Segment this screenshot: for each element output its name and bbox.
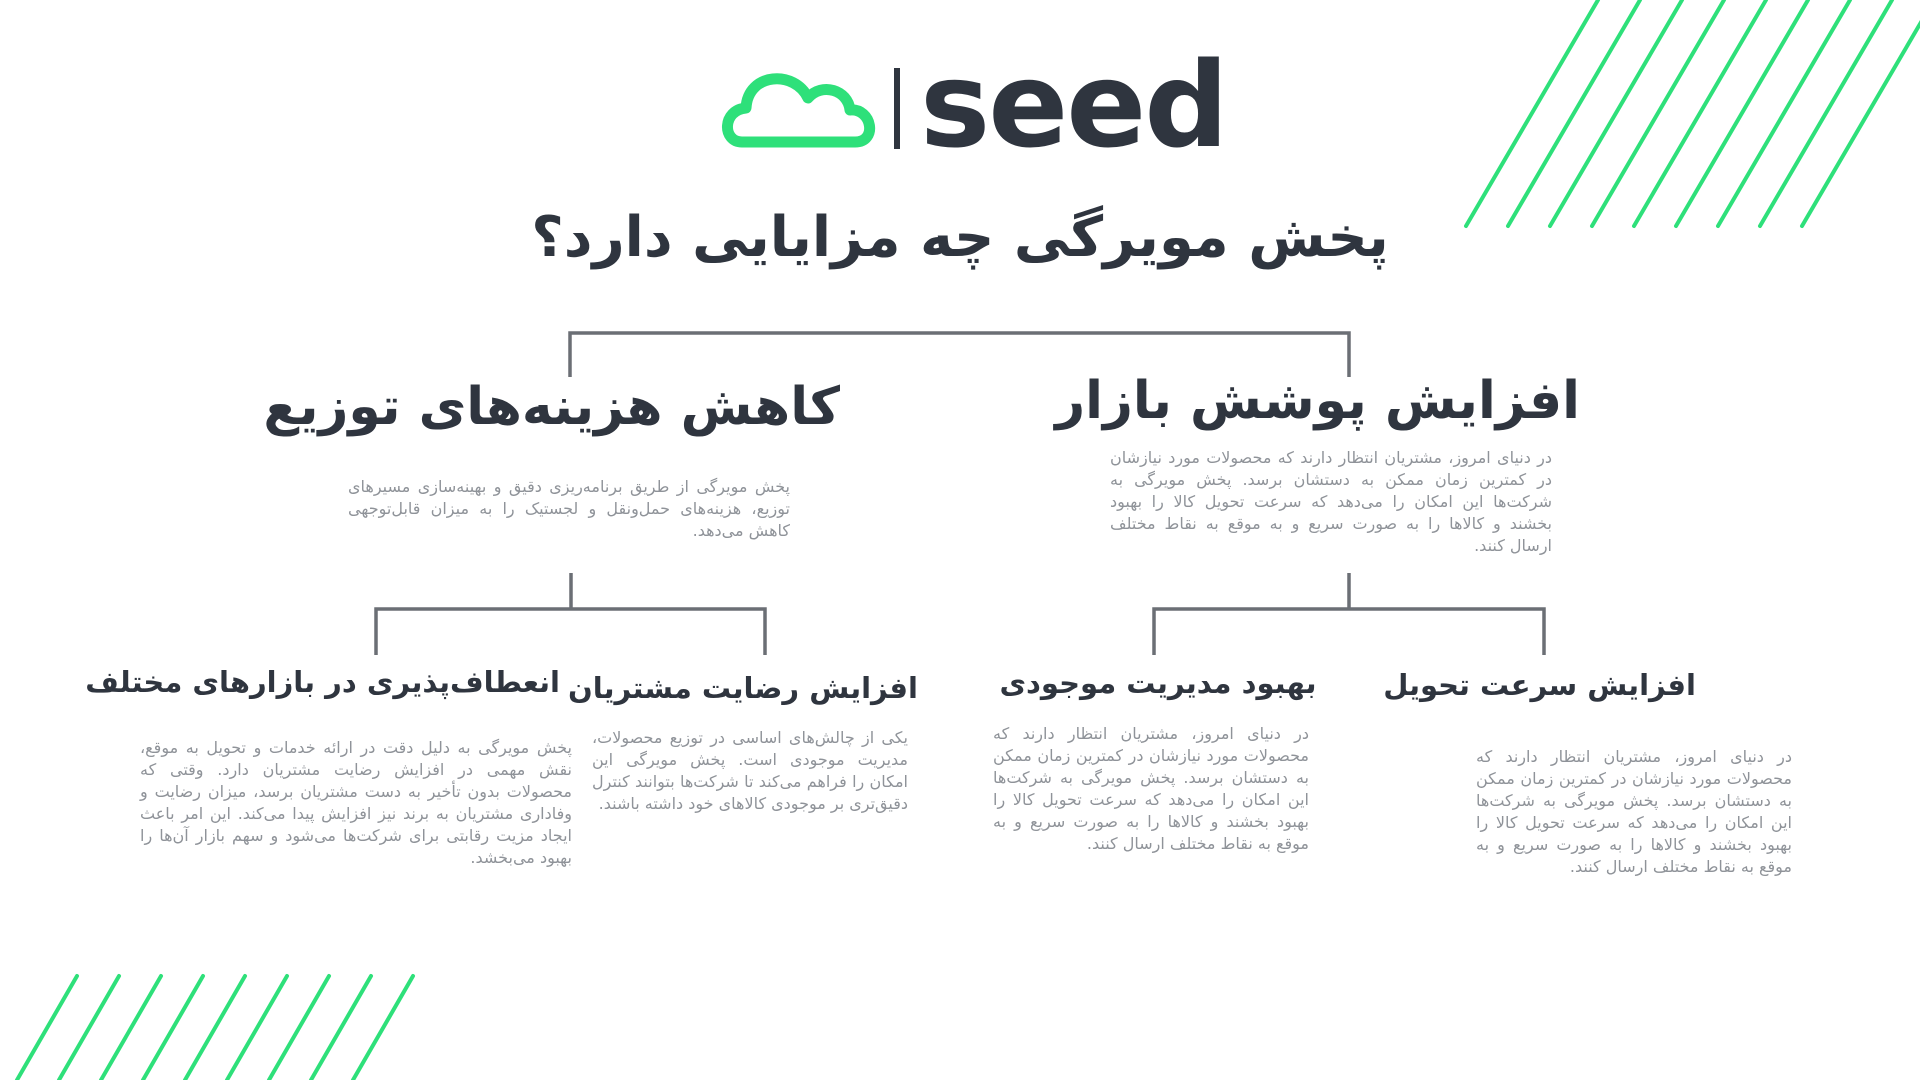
text-distribution-cost: پخش مویرگی از طریق برنامه‌ریزی دقیق و به… xyxy=(348,477,790,540)
stripe xyxy=(1674,0,1810,228)
stripe xyxy=(57,974,121,1080)
stripe xyxy=(15,974,79,1080)
stripe xyxy=(183,974,247,1080)
decorative-stripes-bottom-left xyxy=(15,974,415,1080)
stripe xyxy=(1506,0,1642,228)
stripe xyxy=(1548,0,1684,228)
decorative-stripes-top-right xyxy=(1464,0,1920,228)
stripe xyxy=(351,974,415,1080)
connector-root xyxy=(568,331,1351,377)
text-market-coverage: در دنیای امروز، مشتریان انتظار دارند که … xyxy=(1110,448,1552,555)
heading-inventory-management: بهبود مدیریت موجودی xyxy=(999,666,1317,700)
connector-left-branch xyxy=(374,573,767,655)
cloud-icon xyxy=(722,73,876,148)
heading-market-coverage: افزایش پوشش بازار xyxy=(1055,371,1580,431)
brand-name: seed xyxy=(920,36,1229,174)
text-customer-satisfaction: یکی از چالش‌های اساسی در توزیع محصولات، … xyxy=(592,728,908,813)
stripe xyxy=(1800,20,1920,228)
text-delivery-speed: در دنیای امروز، مشتریان انتظار دارند که … xyxy=(1476,747,1792,876)
stripe xyxy=(141,974,205,1080)
stripe xyxy=(1716,0,1852,228)
stripe xyxy=(309,974,373,1080)
heading-customer-satisfaction: افزایش رضایت مشتریان xyxy=(567,671,918,705)
connector-right-branch xyxy=(1152,573,1546,655)
heading-delivery-speed: افزایش سرعت تحویل xyxy=(1383,668,1696,702)
heading-market-flexibility: انعطاف‌پذیری در بازارهای مختلف xyxy=(85,665,560,699)
stripe xyxy=(225,974,289,1080)
stripe xyxy=(1632,0,1768,228)
stripe xyxy=(1590,0,1726,228)
stripe xyxy=(99,974,163,1080)
text-inventory-management: در دنیای امروز، مشتریان انتظار دارند که … xyxy=(993,724,1309,853)
stripe xyxy=(1464,0,1600,228)
stripe xyxy=(1758,0,1894,228)
page-title: پخش مویرگی چه مزایایی دارد؟ xyxy=(531,205,1389,270)
text-market-flexibility: پخش مویرگی به دلیل دقت در ارائه خدمات و … xyxy=(140,738,572,867)
stripe xyxy=(267,974,331,1080)
tree-connectors xyxy=(374,331,1546,655)
heading-distribution-cost: کاهش هزینه‌های توزیع xyxy=(263,377,840,437)
